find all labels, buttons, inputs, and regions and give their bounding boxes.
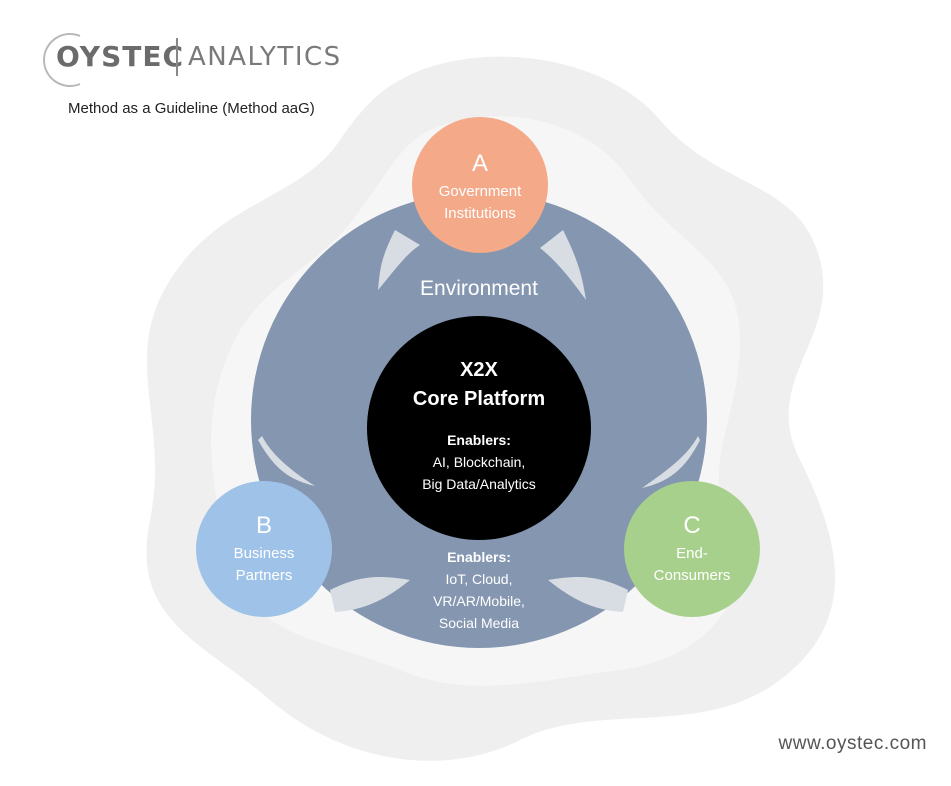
node-b-label-line2: Partners — [236, 567, 293, 584]
core-title-line1: X2X — [460, 359, 498, 381]
outer-enablers-line1: IoT, Cloud, — [446, 571, 513, 587]
core-enablers-heading: Enablers: — [447, 432, 511, 448]
core-enablers-line1: AI, Blockchain, — [433, 454, 526, 470]
outer-enablers-line2: VR/AR/Mobile, — [433, 593, 525, 609]
node-c-letter: C — [683, 512, 700, 539]
footer-url: www.oystec.com — [778, 733, 927, 754]
node-a-circle — [412, 117, 548, 253]
node-c-circle — [624, 481, 760, 617]
node-a-label-line2: Institutions — [444, 205, 516, 222]
node-b-label-line1: Business — [234, 545, 295, 562]
outer-enablers-heading: Enablers: — [447, 549, 511, 565]
node-c-label-line2: Consumers — [654, 567, 731, 584]
core-platform-circle — [367, 316, 591, 540]
core-title-line2: Core Platform — [413, 388, 545, 410]
outer-enablers-line3: Social Media — [439, 615, 519, 631]
environment-label: Environment — [420, 277, 538, 300]
brand-logo: OYSTEC ANALYTICS — [40, 30, 380, 90]
connector-arrows — [258, 230, 700, 612]
core-enablers-line2: Big Data/Analytics — [422, 476, 536, 492]
brand-name: OYSTEC — [56, 40, 185, 73]
logo-arc-icon — [43, 33, 81, 87]
page-subtitle: Method as a Guideline (Method aaG) — [68, 100, 315, 117]
node-a-label-line1: Government — [439, 183, 522, 200]
logo-divider — [176, 38, 178, 76]
node-b-letter: B — [256, 512, 272, 539]
node-a-letter: A — [472, 150, 488, 177]
node-c-label-line1: End- — [676, 545, 708, 562]
node-b-circle — [196, 481, 332, 617]
brand-product: ANALYTICS — [188, 42, 342, 72]
